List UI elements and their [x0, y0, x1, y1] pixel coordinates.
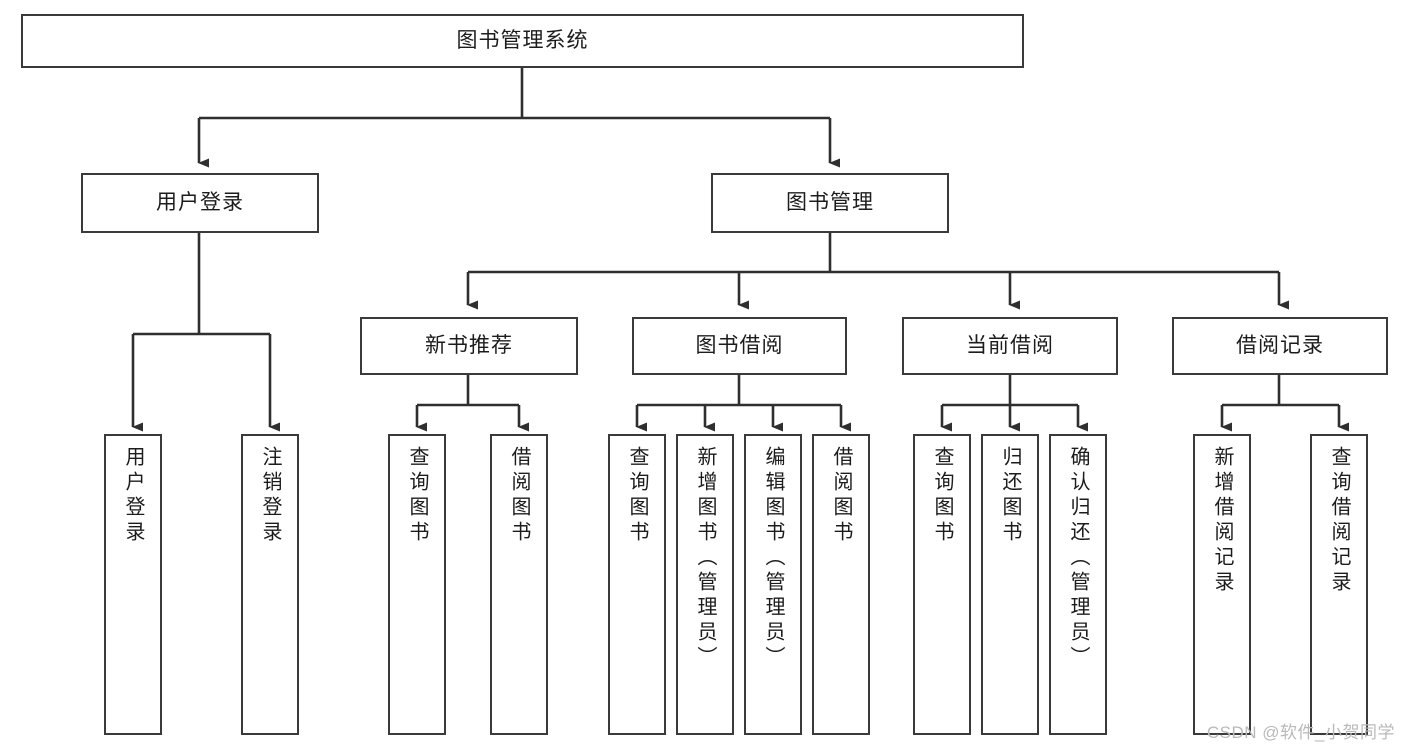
- node-label: 借阅图书: [830, 446, 852, 546]
- node-book-borrow[interactable]: 图书借阅: [632, 317, 847, 375]
- leaf-borrow-add-book-admin[interactable]: 新增图书（管理员）: [676, 434, 734, 735]
- leaf-user-logout[interactable]: 注销登录: [241, 434, 299, 735]
- node-label: 图书管理: [786, 190, 874, 214]
- leaf-borrow-query-book[interactable]: 查询图书: [608, 434, 666, 735]
- node-label: 用户登录: [156, 190, 244, 214]
- node-label: 借阅图书: [508, 446, 530, 546]
- leaf-recommend-borrow-book[interactable]: 借阅图书: [490, 434, 548, 735]
- leaf-borrow-edit-book-admin[interactable]: 编辑图书（管理员）: [744, 434, 802, 735]
- node-label: 用户登录: [122, 446, 144, 546]
- node-label: 编辑图书（管理员）: [762, 446, 784, 671]
- node-label: 新书推荐: [425, 333, 513, 357]
- leaf-records-add-record[interactable]: 新增借阅记录: [1193, 434, 1251, 735]
- node-label: 查询图书: [626, 446, 648, 546]
- leaf-user-login[interactable]: 用户登录: [104, 434, 162, 735]
- node-root-book-management-system[interactable]: 图书管理系统: [21, 14, 1024, 68]
- node-label: 图书管理系统: [456, 28, 589, 52]
- leaf-current-query-book[interactable]: 查询图书: [913, 434, 971, 735]
- node-user-login[interactable]: 用户登录: [81, 173, 319, 233]
- watermark-text: CSDN @软件_小贺同学: [1206, 723, 1395, 742]
- node-label: 新增借阅记录: [1211, 446, 1233, 596]
- node-label: 确认归还（管理员）: [1067, 446, 1089, 671]
- node-label: 查询图书: [406, 446, 428, 546]
- leaf-borrow-borrow-book[interactable]: 借阅图书: [812, 434, 870, 735]
- node-label: 当前借阅: [966, 333, 1054, 357]
- node-label: 图书借阅: [695, 333, 784, 357]
- node-label: 查询借阅记录: [1328, 446, 1350, 596]
- leaf-current-confirm-return-admin[interactable]: 确认归还（管理员）: [1049, 434, 1107, 735]
- node-label: 归还图书: [999, 446, 1021, 546]
- node-new-book-recommend[interactable]: 新书推荐: [360, 317, 578, 375]
- node-book-management[interactable]: 图书管理: [711, 173, 949, 233]
- leaf-records-query-record[interactable]: 查询借阅记录: [1310, 434, 1368, 735]
- leaf-current-return-book[interactable]: 归还图书: [981, 434, 1039, 735]
- node-borrow-records[interactable]: 借阅记录: [1172, 317, 1388, 375]
- node-label: 借阅记录: [1236, 333, 1324, 357]
- leaf-recommend-query-book[interactable]: 查询图书: [388, 434, 446, 735]
- node-label: 新增图书（管理员）: [694, 446, 716, 671]
- node-label: 查询图书: [931, 446, 953, 546]
- node-current-borrow[interactable]: 当前借阅: [902, 317, 1118, 375]
- node-label: 注销登录: [259, 446, 281, 546]
